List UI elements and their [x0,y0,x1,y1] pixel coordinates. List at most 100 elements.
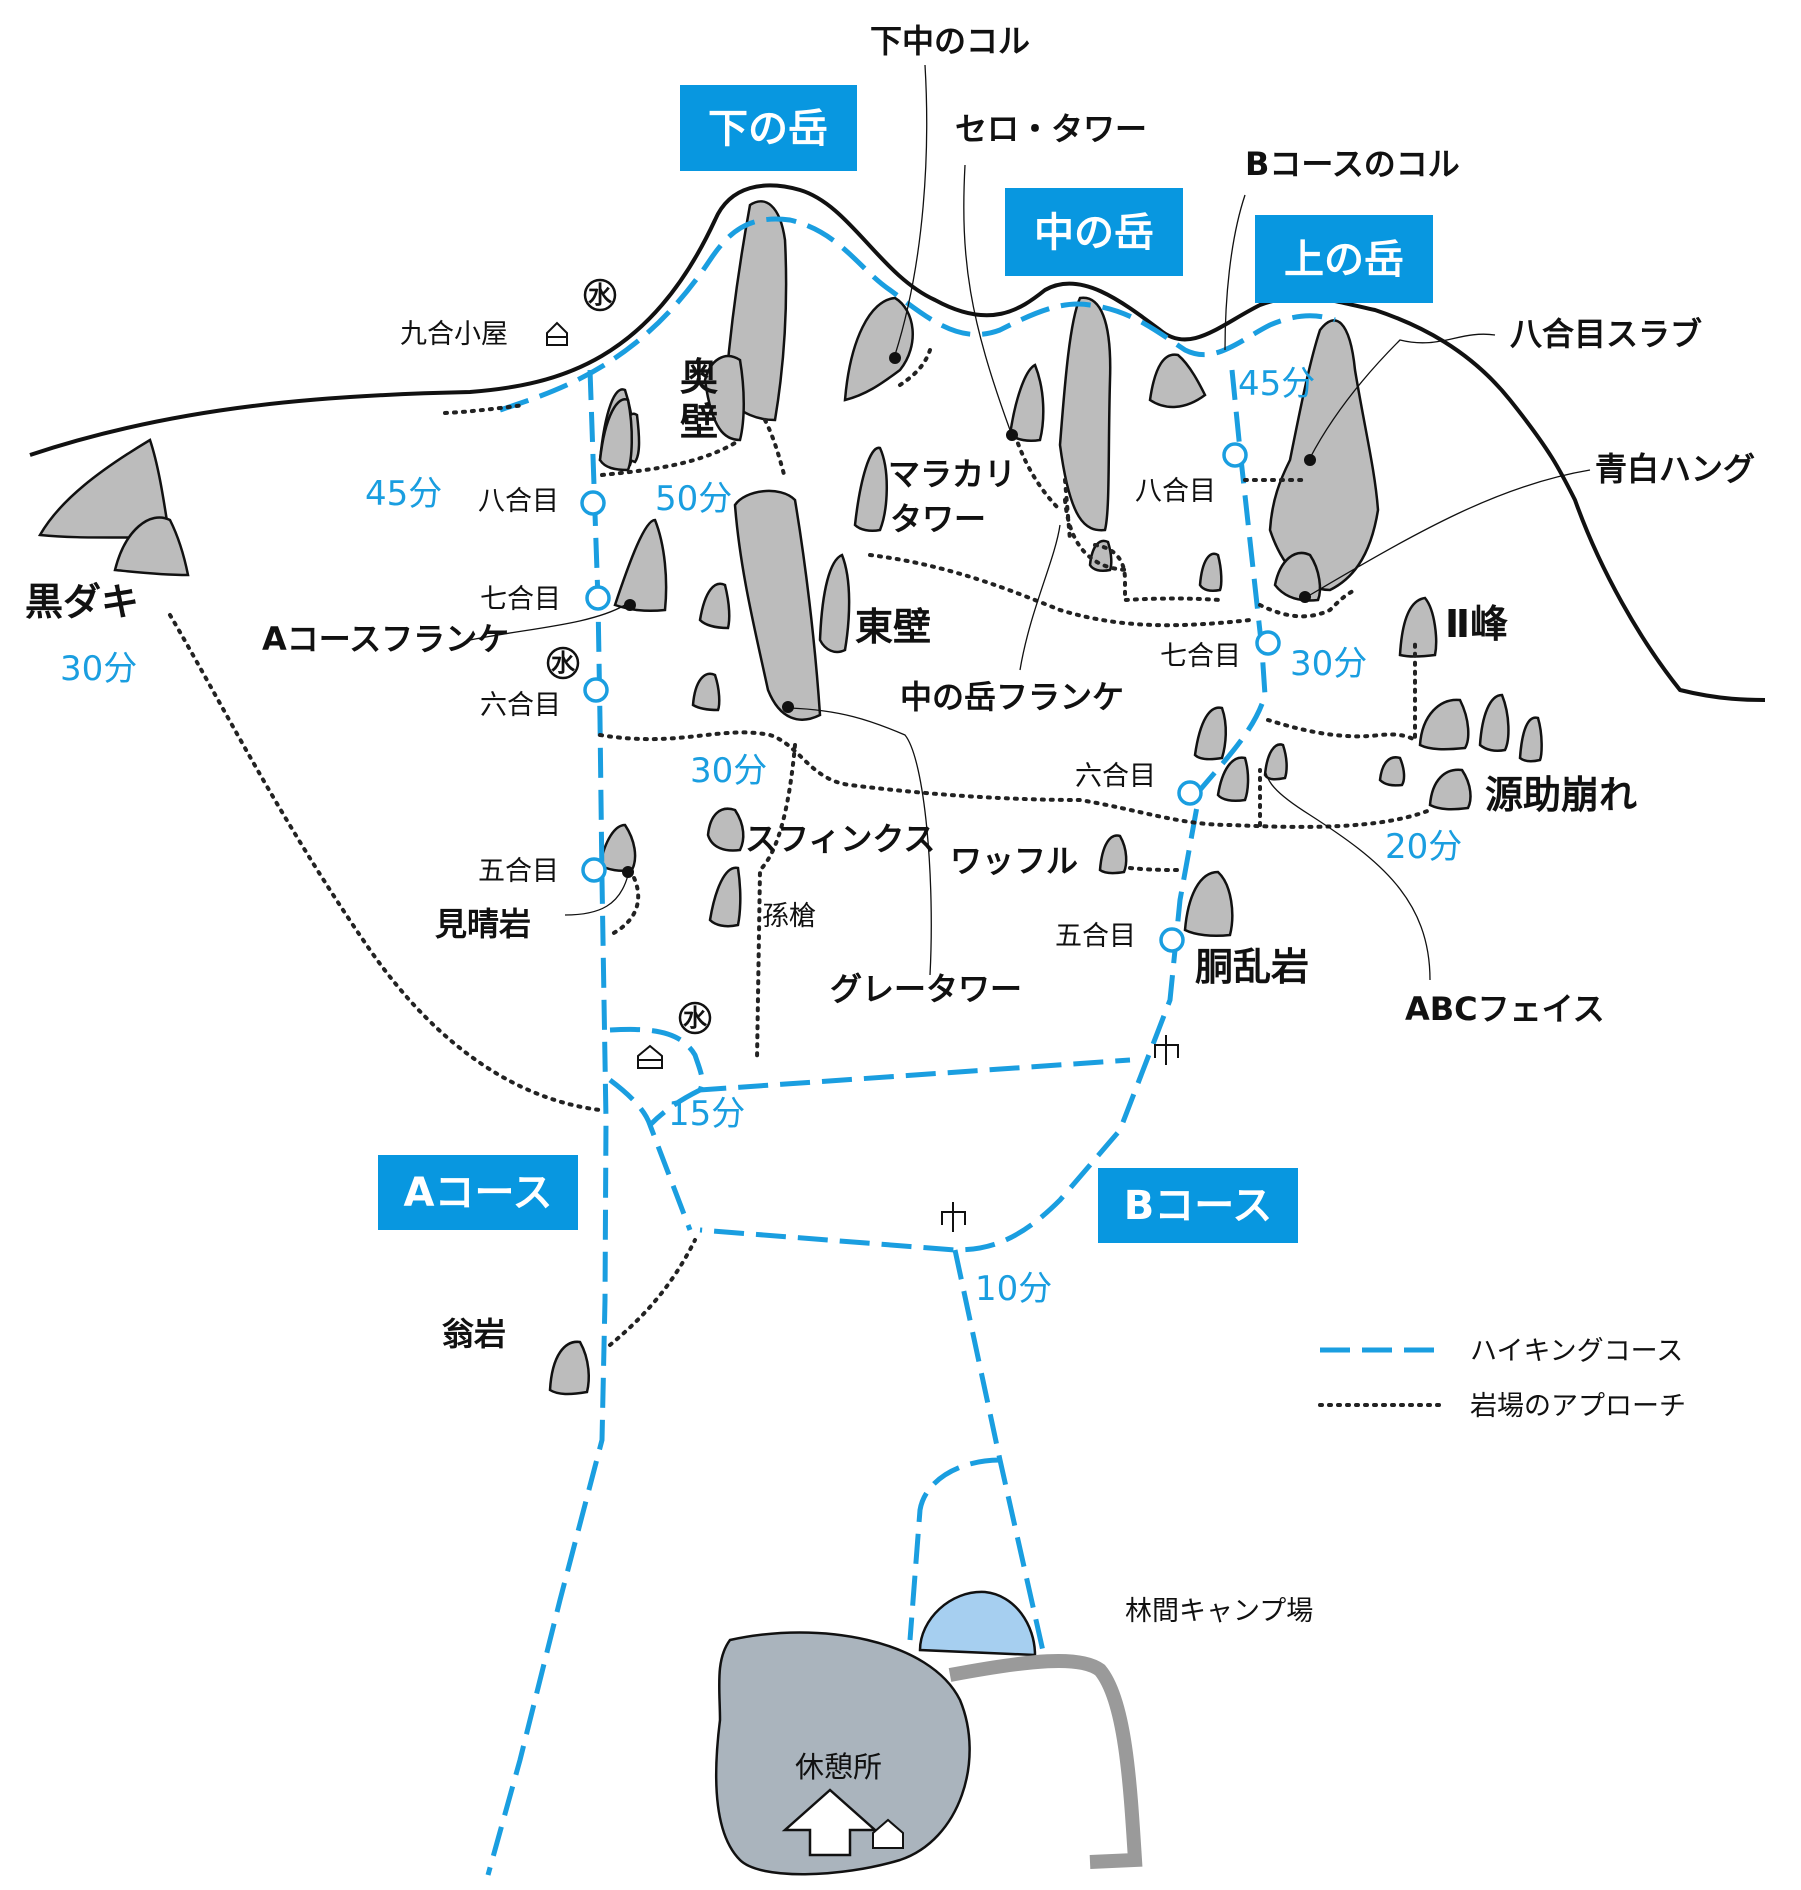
water-icon-junction: 水 [678,1001,712,1035]
label-marakari: マラカリ [888,455,1016,493]
leader-cerro [963,164,1011,431]
rock-okukabe [703,354,745,442]
approach-kugo [443,403,527,415]
leader-naka-flanke [1019,524,1061,671]
legend-hiking-label: ハイキングコース [1470,1336,1683,1367]
hut-icon-junction [637,1044,663,1069]
peak-label-kami: 上の岳 [1284,237,1404,283]
leader-greytower [789,707,932,976]
rock-gensuke-1 [1418,698,1470,751]
label-ii-mine: Ⅱ峰 [1445,602,1508,646]
approach-kurodaki [168,613,602,1112]
label-b6: 六合目 [1075,761,1156,792]
svg-text:水: 水 [588,281,613,309]
rest-area [714,1631,971,1876]
peak-labels: 下の岳 中の岳 上の岳 [680,85,1433,303]
stations [580,442,1281,953]
rock-gensuke-4 [1518,716,1543,763]
rock-minoruiwa [598,823,637,873]
rock-shimonaka [843,296,914,402]
approach-oku-down [763,418,787,480]
time-labels: 45分 50分 30分 30分 45分 30分 20分 15分 10分 [60,364,1462,1309]
approach-marakari-trail [868,553,1252,628]
approach-paths [168,348,1432,1347]
peak-label-naka-bg[interactable] [1005,188,1183,276]
course-labels: Aコース Bコース [378,1155,1298,1243]
approach-aoshiro [1258,588,1357,619]
marker-aoshiro [1299,591,1311,603]
approach-6gome [598,730,1432,829]
label-abc-face: ABCフェイス [1405,990,1605,1028]
label-b5: 五合目 [1055,921,1136,952]
label-waffle: ワッフル [950,842,1078,880]
hut-icon-rest-small [872,1818,904,1849]
station-a7[interactable] [585,585,611,611]
marker-shimonaka [889,352,901,364]
water-icon-a6: 水 [546,646,580,680]
label-okukabe-2: 壁 [680,400,718,444]
station-b6[interactable] [1177,780,1203,806]
rock-east-small-1 [698,582,731,630]
station-a8[interactable] [580,490,606,516]
label-a6: 六合目 [480,690,561,721]
time-30-mid: 30分 [690,751,767,791]
leader-minoruiwa [564,874,629,916]
rock-okinaiwa [548,1340,590,1396]
label-b8: 八合目 [1135,476,1216,507]
peak-label-shimo-bg[interactable] [680,85,857,171]
approach-waffle [1128,866,1182,872]
route-upper-ridge [499,216,1336,413]
rock-hachigome-slab [1268,319,1380,592]
rock-dourangan [1183,870,1234,938]
rock-abc-3 [1263,743,1288,781]
approach-shimonaka [898,348,932,387]
rock-higashikabe [733,489,822,721]
rock-cerro [1008,363,1045,443]
leader-aoshiro [1309,469,1591,596]
legend-approach-label: 岩場のアプローチ [1470,1391,1686,1422]
leader-hachigome-slab [1309,333,1496,459]
time-50: 50分 [655,479,732,519]
station-b5[interactable] [1159,927,1185,953]
label-a-flanke: Aコースフランケ [262,620,509,658]
rock-gensuke-2 [1428,768,1472,811]
route-junction-diag [648,1087,702,1127]
rock-gensuke-5 [1378,756,1406,787]
rock-gensuke-3 [1478,693,1510,753]
label-magoyari: 孫槍 [762,901,816,932]
camp-pond [918,1590,1037,1657]
label-shimonaka-col: 下中のコル [870,22,1030,60]
hut-icon-kugo [546,321,568,346]
rock-east-small-2 [691,672,721,712]
label-dourangan: 胴乱岩 [1195,945,1309,989]
route-camp-loop [907,1457,1001,1641]
label-hachigome-slab: 八合目スラブ [1510,315,1702,353]
approach-ii-mine [1266,638,1417,744]
rock-kurodaki-2 [113,516,190,577]
label-b-col: Bコースのコル [1245,145,1460,183]
course-label-b-bg[interactable] [1098,1168,1298,1243]
label-kurodaki: 黒ダキ [25,580,139,624]
station-a5[interactable] [581,857,607,883]
rock-a-flanke [613,518,668,613]
course-label-a-bg[interactable] [378,1155,578,1230]
shelter-icon-junction [941,1202,966,1232]
approach-cerro [1013,433,1062,512]
label-kugo-hut: 九合小屋 [400,319,508,350]
station-b7[interactable] [1255,630,1281,656]
station-b8[interactable] [1222,442,1248,468]
feature-labels: 黒ダキ 奥 壁 東壁 マラカリ タワー スフィンクス 孫槍 グレータワー ワッフ… [25,22,1755,1353]
water-icon-kugo: 水 [583,278,617,312]
peak-label-kami-bg[interactable] [1255,215,1433,303]
approach-okinaiwa [608,1238,697,1347]
label-sphinx: スフィンクス [745,820,935,858]
time-30-kurodaki: 30分 [60,649,137,689]
station-a6[interactable] [583,677,609,703]
time-45b: 45分 [1238,364,1315,404]
station-labels: 九合小屋 八合目 七合目 六合目 五合目 八合目 七合目 六合目 五合目 [400,319,1241,952]
label-a8: 八合目 [478,486,559,517]
approach-sphinx [755,743,797,1062]
label-higashikabe: 東壁 [855,605,931,649]
approach-minoruiwa [608,868,641,937]
rock-higashikabe-2 [818,553,851,654]
